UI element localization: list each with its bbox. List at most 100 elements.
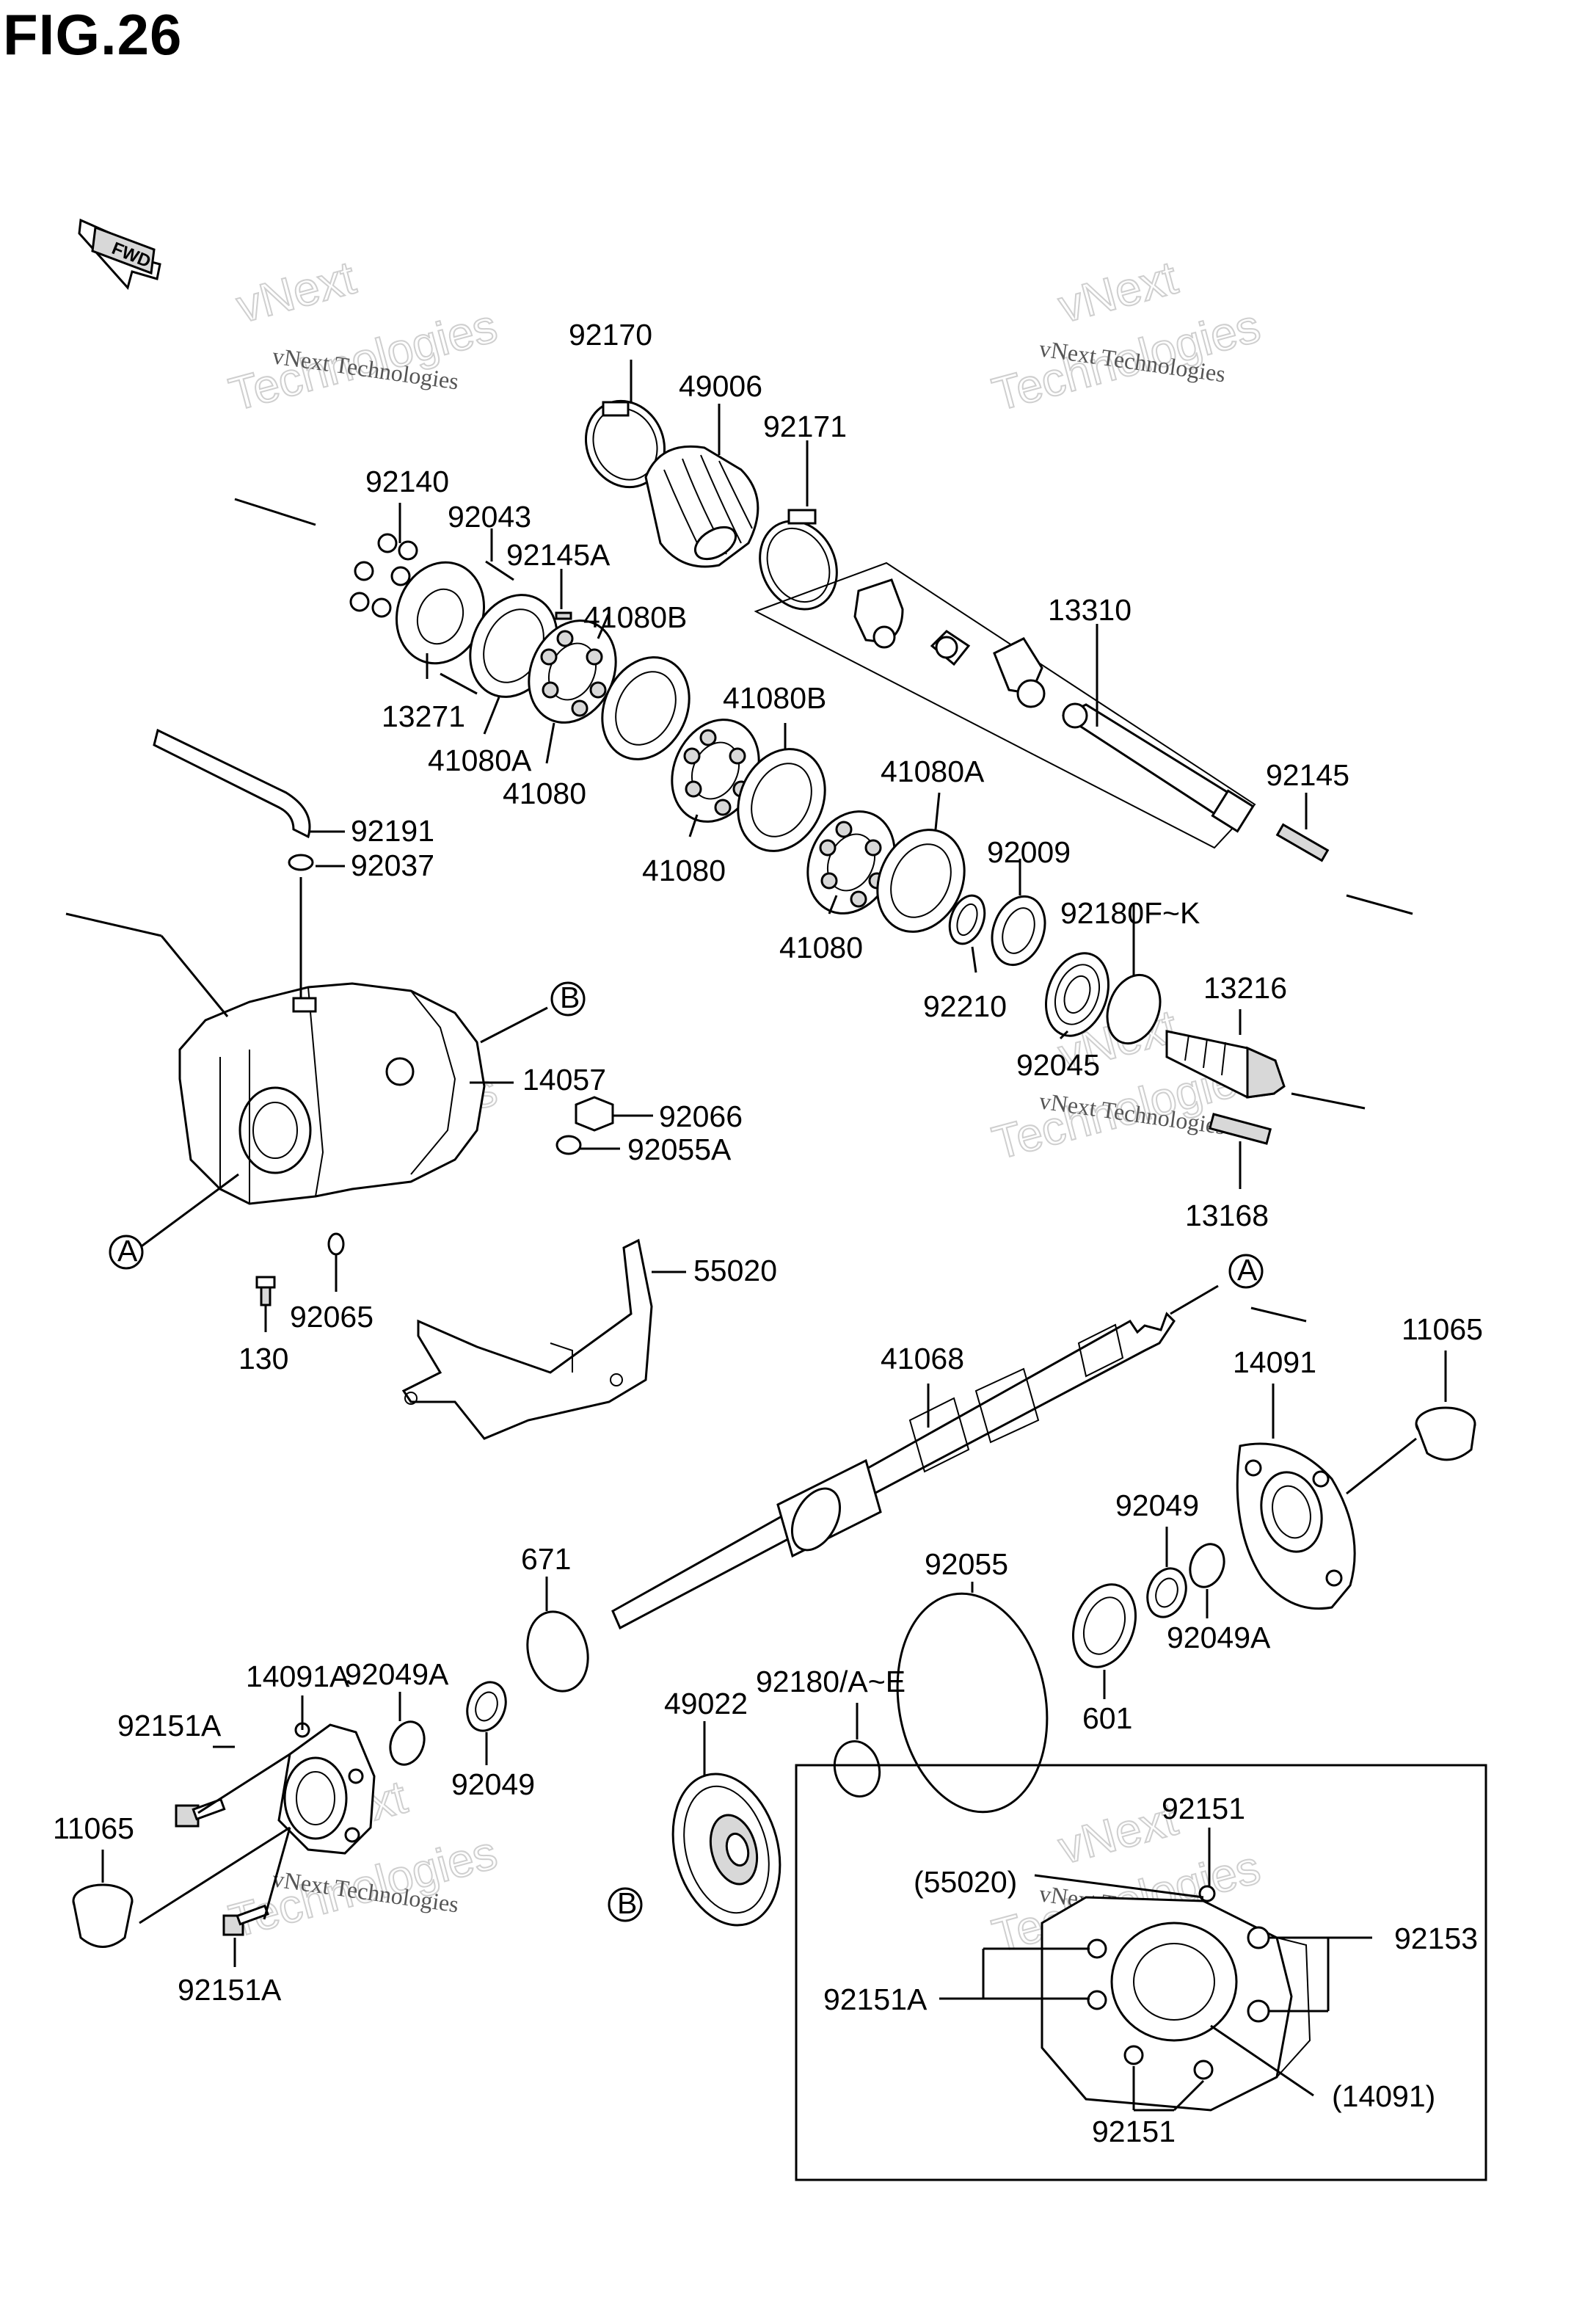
label-92049: 92049: [451, 1767, 535, 1801]
bolt-130: [255, 1276, 276, 1306]
washer-92055A: [555, 1135, 582, 1155]
label-92153: 92153: [1394, 1922, 1478, 1955]
label-41080: 41080: [779, 931, 863, 964]
label-14091-ref: (14091): [1332, 2079, 1435, 2113]
label-55020-ref: (55020): [914, 1865, 1017, 1899]
label-92151A: 92151A: [178, 1973, 282, 2007]
label-A: A: [117, 1234, 138, 1268]
part-labels: 92170 49006 92171 92140 92043 92145A 410…: [53, 318, 1483, 2148]
pinion-gear-13216: [1165, 1030, 1286, 1099]
label-671: 671: [521, 1542, 571, 1576]
label-B: B: [617, 1886, 637, 1920]
stud-13168: [1208, 1113, 1272, 1145]
friction-plate-41080-1: [528, 619, 617, 724]
label-49022: 49022: [664, 1687, 748, 1720]
label-92170: 92170: [569, 318, 652, 352]
leader-lines: [65, 360, 1447, 2112]
oil-seal-92009: [991, 895, 1046, 967]
case-14057: [178, 982, 486, 1205]
label-41080B: 41080B: [583, 600, 687, 634]
clamp-92171: [759, 509, 838, 611]
oil-seal-92049-left: [466, 1681, 507, 1732]
boot-49006: [644, 445, 759, 568]
bracket-55020: [401, 1238, 653, 1440]
label-41068: 41068: [881, 1342, 964, 1375]
callout-circles: [109, 981, 1264, 1922]
label-11065: 11065: [53, 1811, 134, 1845]
housing-14091A: [277, 1722, 376, 1855]
label-A: A: [1237, 1253, 1258, 1287]
oil-seal-92049A-right: [1189, 1543, 1225, 1588]
label-14091A: 14091A: [246, 1660, 350, 1693]
o-ring-92055: [896, 1592, 1049, 1814]
label-92055: 92055: [925, 1547, 1008, 1581]
steel-plate-41080B-1: [601, 656, 690, 760]
watermark-1: vNext Technologies vNext Technologies: [223, 250, 503, 422]
friction-plate-41080-3: [806, 810, 896, 915]
drain-bolt-92066: [575, 1096, 614, 1132]
label-92049: 92049: [1115, 1488, 1199, 1522]
label-92065: 92065: [290, 1300, 374, 1334]
label-92066: 92066: [659, 1099, 743, 1133]
propeller-shaft-13310: [754, 561, 1256, 849]
label-92043: 92043: [448, 500, 531, 534]
label-92037: 92037: [351, 848, 434, 882]
steel-plate-41080B-2: [737, 748, 826, 852]
pin-92043: [440, 560, 514, 695]
label-92045: 92045: [1016, 1048, 1100, 1082]
label-130: 130: [238, 1342, 288, 1375]
seal-11065-right: [1415, 1406, 1476, 1461]
label-601: 601: [1082, 1701, 1132, 1735]
label-92151: 92151: [1162, 1792, 1245, 1825]
label-13271: 13271: [382, 699, 465, 733]
clip-92037: [288, 854, 314, 871]
ring-92210: [948, 894, 986, 945]
o-ring-671: [526, 1610, 589, 1693]
washer-92065: [327, 1232, 345, 1256]
label-B: B: [560, 981, 580, 1014]
breather-hose-92191: [153, 728, 311, 839]
fwd-arrow-icon: FWD: [78, 218, 161, 291]
label-92151A: 92151A: [823, 1982, 928, 2016]
label-41080B: 41080B: [723, 681, 826, 715]
clamp-92170: [584, 399, 666, 489]
label-92009: 92009: [987, 835, 1071, 869]
bolt-92151A-lower: [222, 1904, 269, 1936]
label-14057: 14057: [522, 1063, 606, 1097]
shaft-41068: [611, 1312, 1176, 1630]
clutch-plate-41080A-2: [876, 829, 966, 933]
pin-92145A: [555, 611, 572, 620]
svg-text:vNext: vNext: [1053, 251, 1183, 333]
label-92151: 92151: [1092, 2115, 1176, 2148]
oil-seal-92049-right: [1146, 1567, 1187, 1618]
label-13216: 13216: [1203, 971, 1287, 1005]
label-13310: 13310: [1048, 593, 1132, 627]
label-92145: 92145: [1266, 758, 1349, 792]
bolt-92151A-upper: [175, 1797, 226, 1828]
label-92140: 92140: [365, 465, 449, 498]
housing-14091: [1236, 1442, 1356, 1610]
inset-detail-box: [795, 1764, 1487, 2181]
balls-92140: [349, 533, 418, 618]
label-92049A: 92049A: [345, 1657, 449, 1691]
label-92151A: 92151A: [117, 1709, 222, 1742]
label-41080: 41080: [642, 854, 726, 887]
shim-92180F-K: [1106, 973, 1162, 1045]
watermark-2: vNext Technologies vNext Technologies: [986, 250, 1266, 422]
label-13168: 13168: [1185, 1199, 1269, 1232]
label-92145A: 92145A: [506, 538, 611, 572]
label-92055A: 92055A: [627, 1133, 732, 1166]
label-92171: 92171: [763, 410, 847, 443]
svg-text:vNext: vNext: [231, 251, 361, 333]
oil-seal-92049A-left: [389, 1720, 426, 1766]
bearing-92045: [1044, 952, 1110, 1037]
label-41080A: 41080A: [881, 755, 985, 788]
label-92180-A-E: 92180/A~E: [756, 1665, 906, 1698]
label-92049A: 92049A: [1167, 1621, 1271, 1654]
label-92180F-K: 92180F~K: [1060, 896, 1200, 930]
label-92210: 92210: [923, 989, 1007, 1023]
seal-11065-left: [72, 1883, 134, 1948]
label-55020: 55020: [693, 1254, 777, 1287]
shim-92180-A-E: [833, 1740, 881, 1798]
